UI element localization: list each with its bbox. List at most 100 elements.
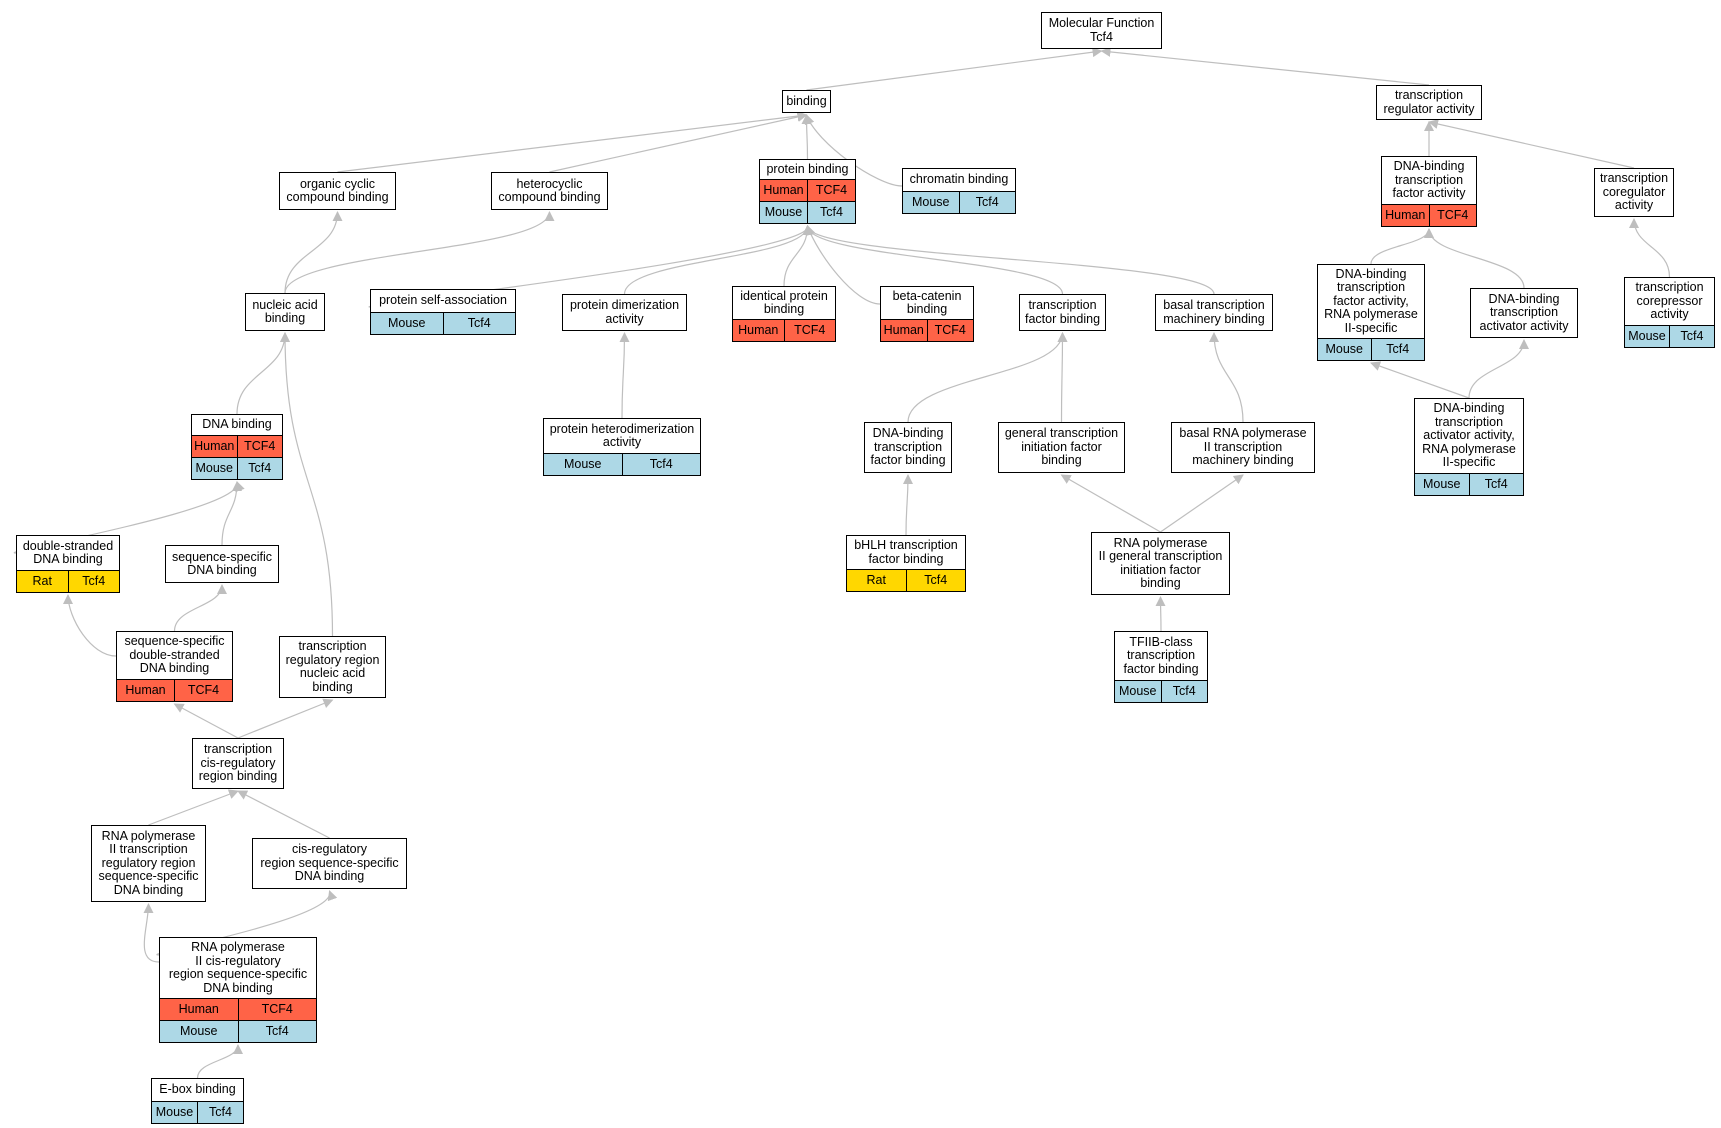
gene-cell: TCF4	[237, 999, 317, 1020]
go-term-tcrrb[interactable]: transcription cis-regulatory region bind…	[192, 738, 284, 789]
edge-tcrrb-to-trrna	[237, 698, 334, 739]
edge-nucleic-to-hetero	[284, 211, 555, 294]
go-term-tfiib[interactable]: TFIIB-class transcription factor binding…	[1114, 631, 1208, 703]
go-term-label: DNA-binding transcription factor activit…	[1392, 159, 1466, 201]
species-cell: Rat	[32, 573, 52, 588]
go-term-label: general transcription initiation factor …	[1004, 426, 1119, 468]
edge-gtif-to-tfbind	[1057, 332, 1068, 423]
go-term-label: RNA polymerase II cis-regulatory region …	[168, 940, 308, 995]
edge-ssdsdna-to-ssdna	[173, 584, 227, 632]
go-term-dimer[interactable]: protein dimerization activity	[562, 294, 687, 331]
go-term-label: protein heterodimerization activity	[549, 421, 695, 449]
gene-cell: TCF4	[174, 680, 232, 701]
edge-crrss-to-tcrrb	[237, 790, 330, 839]
go-term-basal[interactable]: basal transcription machinery binding	[1155, 294, 1273, 331]
go-term-dbtfb[interactable]: DNA-binding transcription factor binding	[864, 422, 952, 473]
edge-basal-to-protein	[802, 225, 1215, 295]
go-term-hetero[interactable]: heterocyclic compound binding	[491, 172, 608, 210]
go-term-label: transcription cis-regulatory region bind…	[198, 742, 278, 784]
go-term-binding[interactable]: binding	[782, 90, 831, 113]
go-term-dbtaa[interactable]: DNA-binding transcription activator acti…	[1470, 288, 1578, 338]
edge-basal_pol2-to-basal	[1209, 332, 1244, 423]
go-term-label: transcription corepressor activity	[1635, 280, 1704, 322]
go-term-trans-reg[interactable]: transcription regulator activity	[1376, 85, 1482, 120]
gene-cell: Tcf4	[236, 458, 283, 479]
edge-corepress-to-coreg	[1629, 218, 1671, 278]
species-cell: Mouse	[1422, 476, 1461, 491]
go-term-label: bHLH transcription factor binding	[854, 538, 958, 566]
edge-ssdsdna-to-dsdna	[63, 594, 117, 657]
edge-dimer-to-protein	[623, 225, 813, 295]
species-cell: Mouse	[1628, 328, 1666, 343]
go-term-label: protein binding	[766, 161, 849, 176]
go-term-label: sequence-specific DNA binding	[171, 549, 273, 577]
gene-cell: TCF4	[1428, 205, 1477, 226]
go-term-label: protein dimerization activity	[569, 298, 680, 326]
go-term-pol2gtif[interactable]: RNA polymerase II general transcription …	[1091, 532, 1230, 595]
gene-cell: Tcf4	[67, 571, 120, 592]
edge-dbtaa_pol2-to-dbtfa_pol2	[1370, 361, 1470, 399]
species-cell: Human	[178, 1001, 219, 1016]
go-term-label: DNA-binding transcription activator acti…	[1479, 291, 1569, 333]
go-term-mf[interactable]: Molecular Function Tcf4	[1041, 12, 1162, 49]
go-term-ssdsdna[interactable]: sequence-specific double-stranded DNA bi…	[116, 631, 233, 702]
gene-cell: Tcf4	[807, 202, 855, 223]
go-term-label: basal RNA polymerase II transcription ma…	[1179, 426, 1307, 468]
go-term-gtif[interactable]: general transcription initiation factor …	[998, 422, 1125, 473]
go-term-label: sequence-specific double-stranded DNA bi…	[124, 634, 225, 676]
go-term-label: transcription factor binding	[1024, 298, 1101, 326]
go-term-label: cis-regulatory region sequence-specific …	[260, 842, 399, 884]
edge-nucleic-to-organic	[284, 211, 343, 294]
go-term-coreg[interactable]: transcription coregulator activity	[1594, 168, 1674, 217]
go-term-label: binding	[786, 93, 827, 108]
edge-pol2gtif-to-basal_pol2	[1160, 474, 1244, 533]
edge-tfiib-to-pol2gtif	[1155, 596, 1166, 632]
go-term-crrss[interactable]: cis-regulatory region sequence-specific …	[252, 838, 407, 889]
gene-cell: Tcf4	[1370, 339, 1425, 360]
go-term-trrna[interactable]: transcription regulatory region nucleic …	[279, 636, 386, 698]
species-cell: Mouse	[1118, 683, 1157, 698]
go-term-pol2crr[interactable]: RNA polymerase II cis-regulatory region …	[159, 937, 317, 1043]
gene-cell: TCF4	[236, 436, 283, 457]
species-cell: Human	[763, 182, 804, 197]
go-term-nucleic[interactable]: nucleic acid binding	[245, 293, 325, 331]
gene-cell: TCF4	[926, 320, 974, 341]
edge-pol2gtif-to-gtif	[1060, 474, 1161, 533]
go-term-dbtaa-pol2[interactable]: DNA-binding transcription activator acti…	[1414, 398, 1524, 496]
edge-hetero-to-binding	[549, 112, 808, 173]
edge-bhlh-to-dbtfb	[902, 474, 913, 536]
go-term-pol2trr[interactable]: RNA polymerase II transcription regulato…	[91, 825, 206, 902]
go-term-label: TFIIB-class transcription factor binding	[1123, 634, 1199, 676]
go-term-dbtfa-pol2[interactable]: DNA-binding transcription factor activit…	[1317, 264, 1425, 361]
go-term-tfbind[interactable]: transcription factor binding	[1019, 294, 1106, 331]
species-cell: Human	[883, 322, 924, 337]
go-term-basal-pol2[interactable]: basal RNA polymerase II transcription ma…	[1171, 422, 1315, 473]
go-term-dbtfa[interactable]: DNA-binding transcription factor activit…	[1381, 156, 1477, 227]
go-term-ssdna[interactable]: sequence-specific DNA binding	[165, 545, 279, 583]
edge-trans_reg-to-mf	[1100, 46, 1430, 86]
go-term-organic[interactable]: organic cyclic compound binding	[279, 172, 396, 210]
go-term-label: heterocyclic compound binding	[498, 176, 601, 204]
species-cell: Mouse	[387, 315, 426, 330]
annotation-row: Rat Tcf4	[17, 570, 119, 592]
edge-dbtaa_pol2-to-dbtaa	[1468, 339, 1529, 399]
